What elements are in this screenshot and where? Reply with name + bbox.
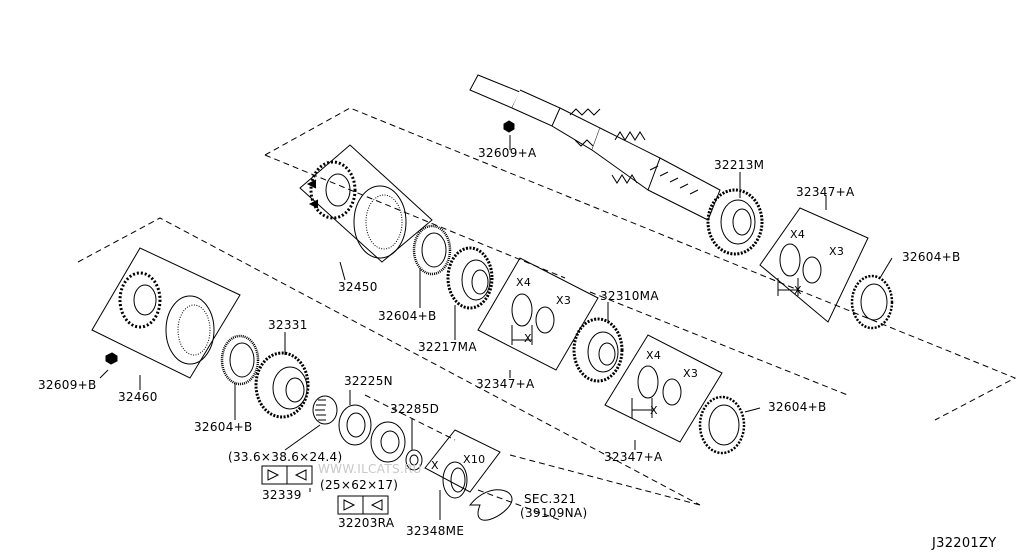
qty-x-low: X bbox=[650, 404, 658, 417]
snap-ring-32348me[interactable] bbox=[442, 461, 468, 499]
guide-line-upper bbox=[264, 107, 1017, 421]
sync-ring-32604b-right[interactable] bbox=[698, 395, 746, 455]
synchronizer-hub-32450[interactable] bbox=[306, 160, 357, 220]
thrust-washer-32225n[interactable] bbox=[338, 404, 372, 446]
gear-32310ma[interactable] bbox=[572, 317, 624, 383]
qty-x3-top: X3 bbox=[829, 245, 845, 258]
label-32213m[interactable]: 32213M bbox=[714, 158, 765, 172]
dimension-32203ra: (25×62×17) bbox=[320, 478, 399, 492]
qty-x3-low: X3 bbox=[683, 367, 699, 380]
label-32331[interactable]: 32331 bbox=[268, 318, 308, 332]
qty-x10: X10 bbox=[463, 453, 486, 466]
icon-box-32203ra bbox=[337, 495, 389, 515]
sync-ring-32604b-left[interactable] bbox=[220, 334, 260, 386]
box-32348me bbox=[424, 429, 501, 493]
box-32347a-mid bbox=[477, 257, 599, 371]
label-sec-321[interactable]: SEC.321 bbox=[524, 492, 577, 506]
box-32450 bbox=[299, 144, 433, 263]
label-32609a[interactable]: 32609+A bbox=[478, 146, 537, 160]
snap-ring-x4-top[interactable] bbox=[779, 243, 801, 277]
label-32460[interactable]: 32460 bbox=[118, 390, 158, 404]
label-32450[interactable]: 32450 bbox=[338, 280, 378, 294]
box-32347a-low bbox=[604, 334, 723, 443]
gear-32217ma[interactable] bbox=[446, 246, 494, 310]
label-32604b-top[interactable]: 32604+B bbox=[902, 250, 961, 264]
gear-32331[interactable] bbox=[254, 351, 310, 419]
diagram-code: J32201ZY bbox=[932, 536, 997, 551]
label-sec-321-ref: (39109NA) bbox=[520, 506, 588, 520]
sec-321-reference-shape[interactable] bbox=[468, 489, 513, 521]
qty-x4-top: X4 bbox=[790, 228, 806, 241]
thickness-mark-top bbox=[777, 278, 799, 296]
icon-box-32339 bbox=[261, 465, 313, 485]
qty-x-top: X bbox=[794, 284, 802, 297]
snap-ring-x3-low[interactable] bbox=[662, 378, 682, 406]
box-32347a-top bbox=[759, 207, 869, 323]
label-32604b-mid[interactable]: 32604+B bbox=[378, 309, 437, 323]
dimension-32339: (33.6×38.6×24.4) bbox=[228, 450, 343, 464]
lock-nut-32285d[interactable] bbox=[405, 449, 423, 471]
gear-32213m[interactable] bbox=[706, 188, 764, 256]
label-32347a-top[interactable]: 32347+A bbox=[796, 185, 855, 199]
qty-x4-mid: X4 bbox=[516, 276, 532, 289]
box-32460 bbox=[91, 247, 241, 379]
synchronizer-hub-32460[interactable] bbox=[118, 271, 162, 329]
label-32217ma[interactable]: 32217MA bbox=[418, 340, 477, 354]
nut-32609a[interactable] bbox=[503, 120, 515, 133]
snap-ring-x4-low[interactable] bbox=[637, 365, 659, 399]
snap-ring-x3-mid[interactable] bbox=[535, 306, 555, 334]
label-32347a-low[interactable]: 32347+A bbox=[604, 450, 663, 464]
thickness-mark-low bbox=[631, 398, 653, 418]
guide-line-lower bbox=[77, 217, 701, 506]
label-32609b[interactable]: 32609+B bbox=[38, 378, 97, 392]
label-32604b-right[interactable]: 32604+B bbox=[768, 400, 827, 414]
qty-x-bottom: X bbox=[431, 459, 439, 472]
label-32203ra[interactable]: 32203RA bbox=[338, 516, 395, 530]
synchronizer-sleeve-32450[interactable] bbox=[353, 185, 407, 259]
needle-bearing-32339[interactable] bbox=[312, 395, 338, 425]
guide-line-lower-right bbox=[364, 394, 701, 521]
qty-x-mid: X bbox=[524, 332, 532, 345]
snap-ring-x4-mid[interactable] bbox=[511, 293, 533, 327]
qty-x4-low: X4 bbox=[646, 349, 662, 362]
sync-ring-32604b-top[interactable] bbox=[850, 274, 894, 330]
label-32604b-left[interactable]: 32604+B bbox=[194, 420, 253, 434]
snap-ring-x3-top[interactable] bbox=[802, 256, 822, 284]
main-shaft[interactable] bbox=[469, 74, 721, 221]
label-32225n[interactable]: 32225N bbox=[344, 374, 393, 388]
ball-bearing-32203ra[interactable] bbox=[370, 421, 406, 463]
label-32310ma[interactable]: 32310MA bbox=[600, 289, 659, 303]
label-32347a-mid[interactable]: 32347+A bbox=[476, 377, 535, 391]
leader-lines bbox=[99, 135, 893, 520]
watermark: WWW.ILCATS.RU bbox=[318, 462, 422, 476]
thickness-mark-mid bbox=[511, 325, 533, 345]
synchronizer-sleeve-32460[interactable] bbox=[165, 295, 215, 365]
label-32285d[interactable]: 32285D bbox=[390, 402, 440, 416]
label-32348me[interactable]: 32348ME bbox=[406, 524, 465, 538]
label-32339[interactable]: 32339 bbox=[262, 488, 302, 502]
nut-32609b[interactable] bbox=[105, 352, 118, 365]
qty-x3-mid: X3 bbox=[556, 294, 572, 307]
sync-ring-32604b-mid[interactable] bbox=[412, 224, 452, 276]
